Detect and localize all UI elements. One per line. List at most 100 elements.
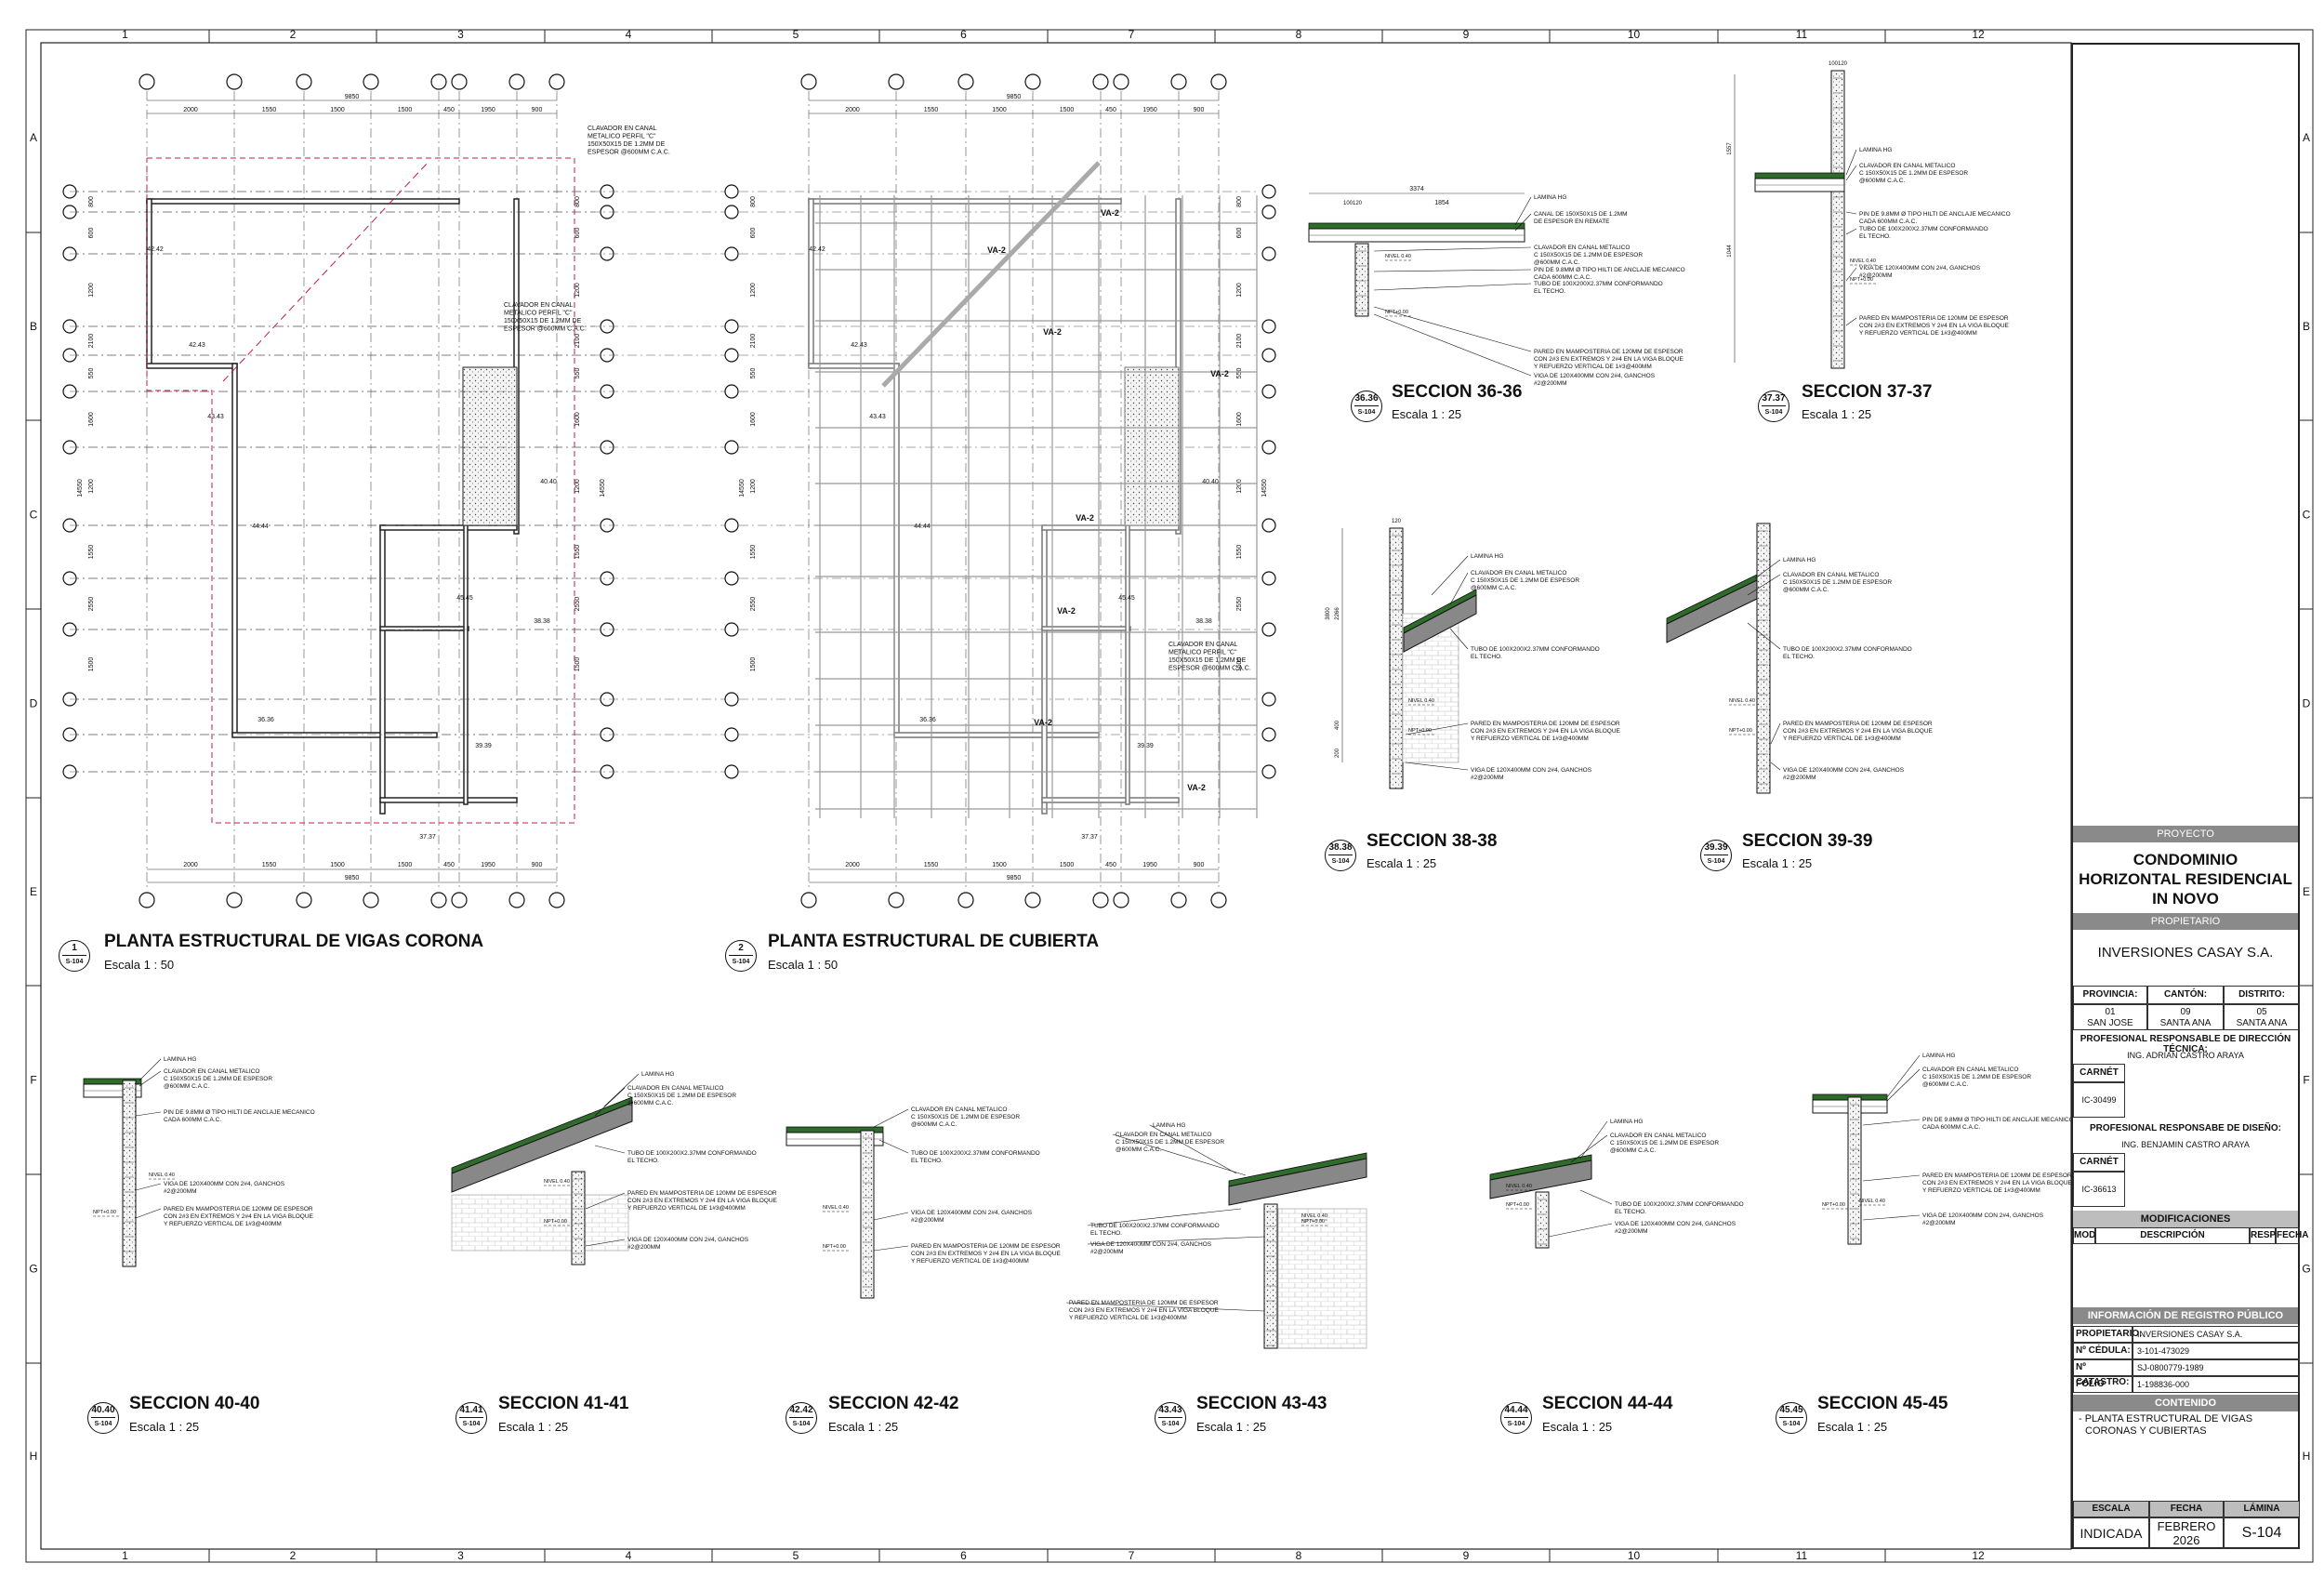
grid-column-label-bottom: 8	[1296, 1549, 1302, 1562]
s4343-note-clavador-leader	[1112, 1133, 1247, 1176]
s4141-note-viga-leader	[585, 1239, 626, 1247]
s4040-note-pared-line: PARED EN MAMPOSTERIA DE 120MM DE ESPESOR	[164, 1206, 313, 1212]
plan-vigas-corona-dim-text: 2000	[183, 862, 198, 868]
plan-cubierta-dim-side: 1550	[750, 545, 757, 560]
s3838-dim-text: 400	[1335, 720, 1340, 730]
distrito-label: DISTRITO:	[2224, 986, 2300, 1004]
s3737-note-viga-line: VIGA DE 120X400MM CON 2#4, GANCHOS	[1859, 265, 1981, 272]
plan-vigas-corona-axis-bubble	[430, 73, 447, 90]
s3636-level-text: NPT+0.00	[1385, 310, 1408, 315]
s3838-note-viga: VIGA DE 120X400MM CON 2#4, GANCHOS#2@200…	[1471, 767, 1592, 781]
s4343-note-pared: PARED EN MAMPOSTERIA DE 120MM DE ESPESOR…	[1069, 1300, 1220, 1321]
plan-vigas-corona-dim-side: 1600	[88, 412, 95, 427]
plan-vigas-corona-dim-side: 1200	[88, 479, 95, 494]
carnet-diseno-value: IC-36613	[2073, 1172, 2125, 1207]
plan-vigas-corona-wall	[379, 524, 518, 531]
plan-cubierta-dim-side: 1600	[750, 412, 757, 427]
s4343-note-tubo-line: TUBO DE 100X200X2.37MM CONFORMANDO	[1090, 1223, 1220, 1229]
grid-row-label-right: B	[2303, 320, 2310, 333]
grid-column-label-top: 8	[1296, 28, 1302, 41]
plan-cubierta-dim-side: 1200	[1236, 479, 1243, 494]
plan-vigas-corona-section-tag: 42.43	[189, 342, 205, 349]
plan-cubierta-note-cad-1-line: ESPESOR @600MM C.A.C.	[588, 150, 670, 156]
plan-cubierta-dim-side: 1550	[1236, 545, 1243, 560]
plan-vigas-corona-dim-side: 1200	[574, 283, 581, 298]
s3939-note-tubo-line: TUBO DE 100X200X2.37MM CONFORMANDO	[1783, 646, 1912, 653]
plan-cubierta-axis-bubble	[800, 892, 817, 908]
plan-vigas-corona-section-tag: 45.45	[456, 595, 473, 602]
s3737-note-pin-leader	[1845, 211, 1857, 215]
s4545-note-pin-line: PIN DE 9.8MM Ø TIPO HILTI DE ANCLAJE MEC…	[1922, 1117, 2074, 1123]
s3636-note-pin-line: CADA 600MM C.A.C.	[1534, 274, 1591, 281]
s4242-note-clavador-line: C 150X50X15 DE 1.2MM DE ESPESOR	[911, 1114, 1020, 1120]
s3838-title: SECCION 38-38	[1367, 831, 1498, 851]
s3636-note-tubo-line: TUBO DE 100X200X2.37MM CONFORMANDO	[1534, 281, 1663, 287]
s3636-note-viga: VIGA DE 120X400MM CON 2#4, GANCHOS#2@200…	[1534, 373, 1656, 387]
s4141-note-viga-line: VIGA DE 120X400MM CON 2#4, GANCHOS	[627, 1237, 749, 1243]
plan-cubierta-axis-bubble	[724, 727, 739, 742]
s3737-note-pared-line: Y REFUERZO VERTICAL DE 1#3@400MM	[1859, 330, 1977, 337]
plan-cubierta-axis-bubble	[957, 892, 974, 908]
s3636-title: SECCION 36-36	[1392, 382, 1523, 402]
project-name: CONDOMINIO HORIZONTAL RESIDENCIAL IN NOV…	[2073, 850, 2298, 908]
s4343-title: SECCION 43-43	[1196, 1394, 1327, 1413]
s3737-level-text: NIVEL 0.40	[1850, 258, 1876, 264]
grid-row-label-left: D	[30, 697, 38, 710]
grid-row-label-left: G	[29, 1263, 37, 1276]
plan-vigas-corona-section-tag: 36.36	[257, 717, 274, 723]
plan-vigas-corona-dim-side: 1500	[574, 657, 581, 672]
plan-cubierta-section-tag: 45.45	[1118, 595, 1135, 602]
s4040-note-viga-leader	[135, 1183, 162, 1191]
plan-cubierta-section-tag: 42.42	[809, 246, 825, 253]
plan-vigas-corona-dim-side: 2550	[574, 597, 581, 612]
s3737-note-pin: PIN DE 9.8MM Ø TIPO HILTI DE ANCLAJE MEC…	[1859, 211, 2011, 225]
plan-cubierta-wall	[893, 732, 1100, 738]
plan-cubierta-axis-bubble	[724, 319, 739, 334]
plan-cubierta-axis-bubble	[724, 205, 739, 219]
grid-column-label-top: 1	[122, 28, 128, 41]
mod-col-resp: RESP	[2250, 1227, 2276, 1244]
s3838-note-pared-leader	[1405, 722, 1469, 735]
s4545-scale: Escala 1 : 25	[1817, 1420, 1888, 1434]
s4545-note-pared-line: PARED EN MAMPOSTERIA DE 120MM DE ESPESOR	[1922, 1173, 2072, 1179]
s4343-note-clavador-line: C 150X50X15 DE 1.2MM DE ESPESOR	[1116, 1139, 1224, 1146]
s4343-note-viga-leader	[1087, 1236, 1265, 1245]
fecha-label: FECHA	[2149, 1501, 2224, 1517]
s4141-roof-tube	[451, 1102, 633, 1193]
s4141-note-pared-line: PARED EN MAMPOSTERIA DE 120MM DE ESPESOR	[627, 1190, 777, 1197]
plan-cubierta-wall	[1041, 524, 1048, 815]
plan-cubierta-stair	[1124, 366, 1180, 526]
plan1-scale: Escala 1 : 50	[104, 958, 175, 972]
plan-vigas-corona-wall	[513, 198, 520, 535]
s4141-note-viga: VIGA DE 120X400MM CON 2#4, GANCHOS#2@200…	[627, 1237, 749, 1251]
s4545-note-clavador-line: @600MM C.A.C.	[1922, 1081, 1968, 1088]
plan-cubierta-note-cad-3-line: CLAVADOR EN CANAL	[1169, 642, 1238, 648]
s3838-level-text: NIVEL 0.40	[1408, 698, 1434, 704]
plan-cubierta-section-tag: 40.40	[1202, 479, 1219, 485]
plan-vigas-corona-section-tag: 39.39	[475, 743, 492, 749]
s3939-note-viga: VIGA DE 120X400MM CON 2#4, GANCHOS#2@200…	[1783, 767, 1905, 781]
plan-vigas-corona-dim-side: 2100	[88, 334, 95, 349]
s3737-note-clavador-line: C 150X50X15 DE 1.2MM DE ESPESOR	[1859, 170, 1968, 177]
s4040-title: SECCION 40-40	[129, 1394, 260, 1413]
s3838-dim-text: 200	[1335, 748, 1340, 758]
mod-col-fecha: FECHA	[2276, 1227, 2308, 1244]
plan-cubierta-axis-bubble	[957, 73, 974, 90]
reg-propietario-label: PROPIETARIO:	[2073, 1326, 2142, 1343]
s4141-note-pared-line: CON 2#3 EN EXTREMOS Y 2#4 EN LA VIGA BLO…	[627, 1198, 778, 1204]
s3838-note-pared-line: PARED EN MAMPOSTERIA DE 120MM DE ESPESOR	[1471, 721, 1620, 727]
s4141-level-text: NPT+0.00	[544, 1219, 567, 1225]
owner-name: INVERSIONES CASAY S.A.	[2097, 945, 2274, 961]
s4545-note-viga-line: VIGA DE 120X400MM CON 2#4, GANCHOS	[1922, 1212, 2044, 1219]
s4141-note-viga-line: #2@200MM	[627, 1244, 661, 1251]
plan-cubierta-wall	[1041, 626, 1131, 631]
plan-vigas-corona-dim-overall: 9850	[345, 94, 360, 100]
s3737-note-pin-line: PIN DE 9.8MM Ø TIPO HILTI DE ANCLAJE MEC…	[1859, 211, 2011, 218]
s4444-note-tubo-line: EL TECHO.	[1615, 1209, 1646, 1215]
plan-cubierta-axis-bubble	[1024, 73, 1041, 90]
